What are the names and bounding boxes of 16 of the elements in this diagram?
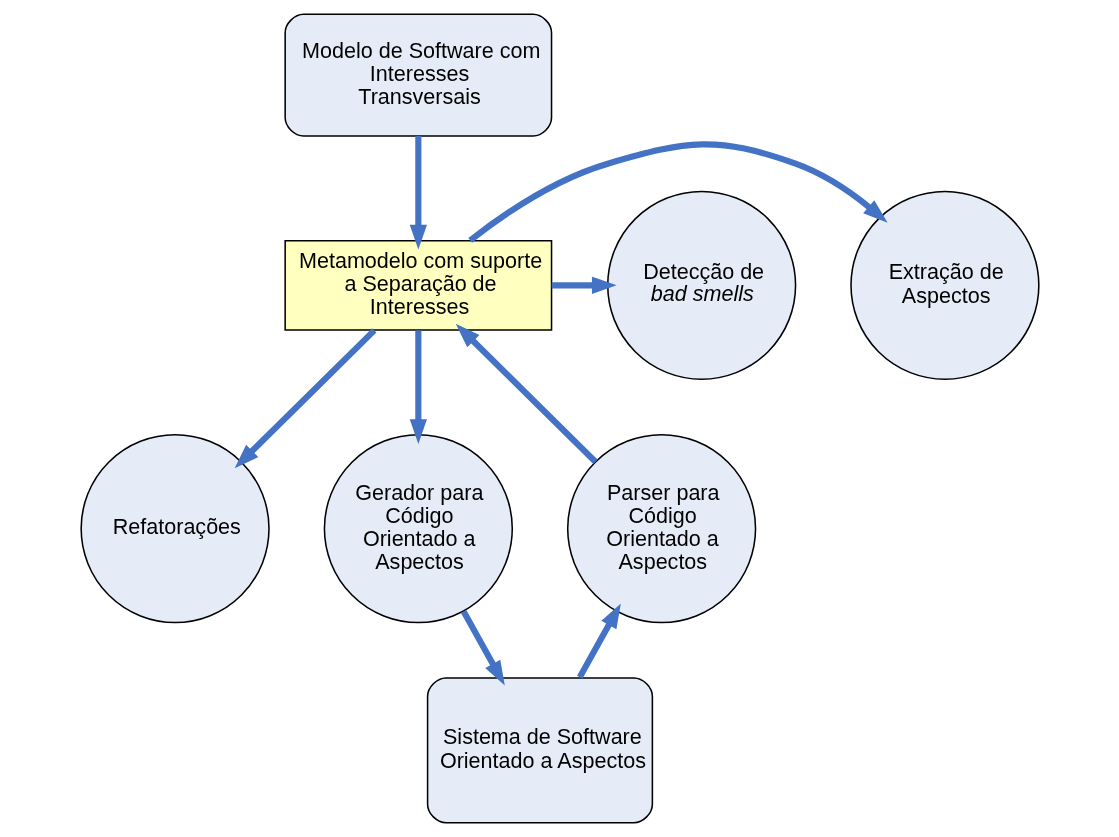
node-box: Modelo de Software com Interesses Transversais: [283, 13, 552, 137]
arrow: [409, 136, 427, 250]
arrow: [551, 276, 617, 294]
arrow: [234, 328, 376, 469]
node-circle: Detecção de bad smells: [606, 190, 796, 380]
arrow: [460, 610, 505, 686]
node-circle: Parser para Código Orientado a Aspectos: [566, 433, 756, 624]
arrow: [467, 141, 888, 243]
node-circle: Extração de Aspectos: [849, 190, 1040, 380]
node-circle: Refatorações: [79, 433, 270, 624]
arrow: [455, 323, 598, 464]
node-circle: Gerador para Código Orientado a Aspectos: [323, 433, 513, 624]
arrow: [409, 330, 427, 444]
arrow: [576, 603, 621, 679]
node-box: Metamodelo com suporte a Separação de Interesses: [283, 239, 552, 331]
node-box: Sistema de Software Orientado a Aspectos: [426, 677, 653, 824]
